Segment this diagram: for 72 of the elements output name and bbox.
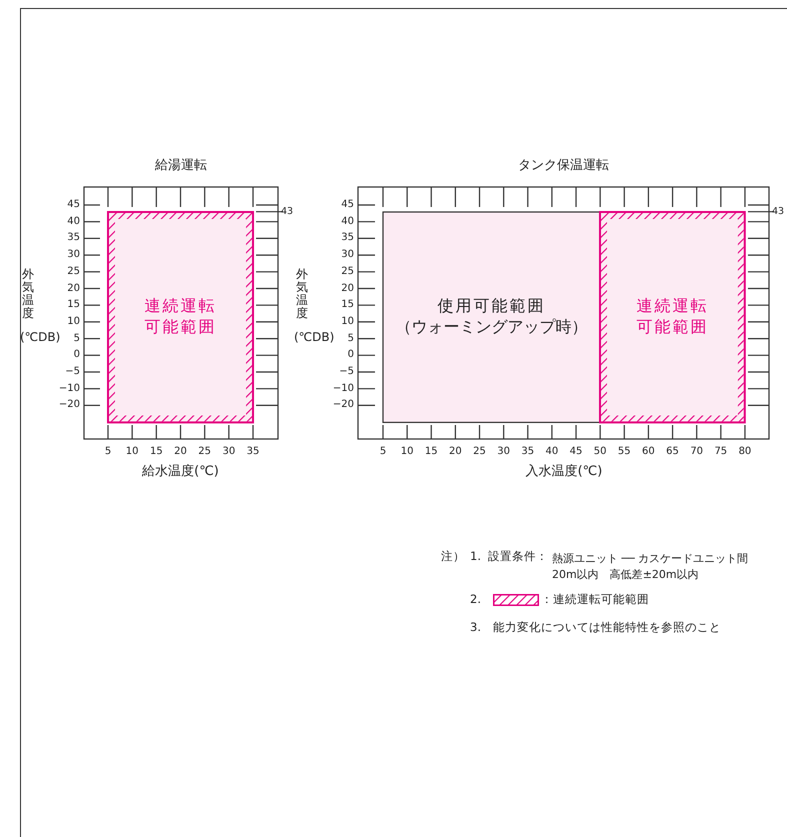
note-number: 3. (470, 622, 481, 634)
tick-label: 43 (772, 206, 784, 216)
tick-label: 5 (378, 447, 388, 457)
tick-label: 45 (66, 200, 80, 210)
tick-label: −20 (58, 400, 80, 410)
tick-label: 55 (616, 447, 632, 457)
tick-label: 35 (246, 447, 260, 457)
tick-label: 50 (592, 447, 608, 457)
tick-label: 15 (424, 447, 439, 457)
tick-label: 25 (66, 266, 80, 277)
axis-unit: (℃DB) (20, 331, 60, 343)
legend-text: ：連続運転可能範囲 (541, 594, 649, 606)
note-text: 設置条件： (488, 551, 548, 562)
note-text: 熱源ユニット ── カスケードユニット間20m以内 高低差±20m以内 (552, 551, 750, 583)
range-label: 連続運転可能範囲 (636, 296, 709, 338)
hatched-range-area (108, 212, 254, 422)
tick-label: 30 (496, 447, 511, 457)
axis-label: 給水温度(℃) (141, 465, 220, 478)
tick-label: 65 (665, 447, 680, 457)
tick-label: −10 (332, 384, 354, 394)
chart-title: タンク保温運転 (517, 159, 610, 172)
tick-label: 10 (400, 447, 414, 457)
tick-label: 80 (738, 447, 752, 457)
tick-label: 45 (568, 447, 584, 457)
tick-label: 35 (340, 233, 354, 244)
note-number: 1. (470, 551, 481, 562)
tick-label: 10 (340, 316, 354, 327)
tick-label: 10 (124, 447, 140, 457)
tick-label: 20 (448, 447, 463, 457)
note-text: 注） (441, 551, 465, 562)
tick-label: 15 (340, 300, 354, 310)
tick-label: 15 (66, 300, 80, 310)
range-area (383, 212, 600, 422)
tick-label: 45 (340, 200, 354, 210)
axis-unit: (℃DB) (294, 331, 334, 343)
tick-label: 40 (340, 216, 354, 227)
tick-label: 30 (221, 447, 236, 457)
tick-label: 43 (281, 206, 294, 216)
range-label: 連続運転可能範囲 (144, 296, 216, 338)
tick-label: 20 (66, 284, 80, 294)
chart-title: 給湯運転 (154, 159, 208, 172)
tick-label: −10 (58, 384, 80, 394)
tick-label: 40 (66, 216, 80, 227)
axis-label: 外気温度 (22, 268, 35, 320)
tick-label: 25 (472, 447, 487, 457)
tick-label: −20 (332, 400, 354, 410)
tick-label: 0 (346, 350, 354, 360)
tick-label: 15 (148, 447, 164, 457)
tick-label: 60 (641, 447, 656, 457)
tick-label: 35 (520, 447, 536, 457)
axis-label: 外気温度 (296, 268, 309, 320)
tick-label: 5 (104, 447, 112, 457)
note-number: 2. (470, 594, 481, 606)
tick-label: 70 (689, 447, 704, 457)
hatched-range-area (600, 212, 745, 422)
tick-label: −5 (338, 367, 354, 377)
tick-label: 30 (66, 250, 80, 260)
tick-label: 25 (197, 447, 212, 457)
axis-label: 入水温度(℃) (524, 465, 604, 478)
tick-label: 40 (544, 447, 560, 457)
tick-label: 35 (66, 233, 80, 244)
range-label: （ウォーミングアップ時） (396, 316, 588, 338)
tick-label: 0 (72, 350, 80, 360)
tick-label: 75 (713, 447, 728, 457)
note-text: 能力変化については性能特性を参照のこと (493, 622, 721, 634)
tick-label: 30 (340, 250, 354, 260)
tick-label: 20 (173, 447, 188, 457)
tick-label: 25 (340, 266, 354, 277)
tick-label: −5 (64, 367, 80, 377)
tick-label: 20 (340, 284, 354, 294)
range-label: 使用可能範囲 (438, 296, 546, 317)
tick-label: 10 (66, 316, 80, 327)
